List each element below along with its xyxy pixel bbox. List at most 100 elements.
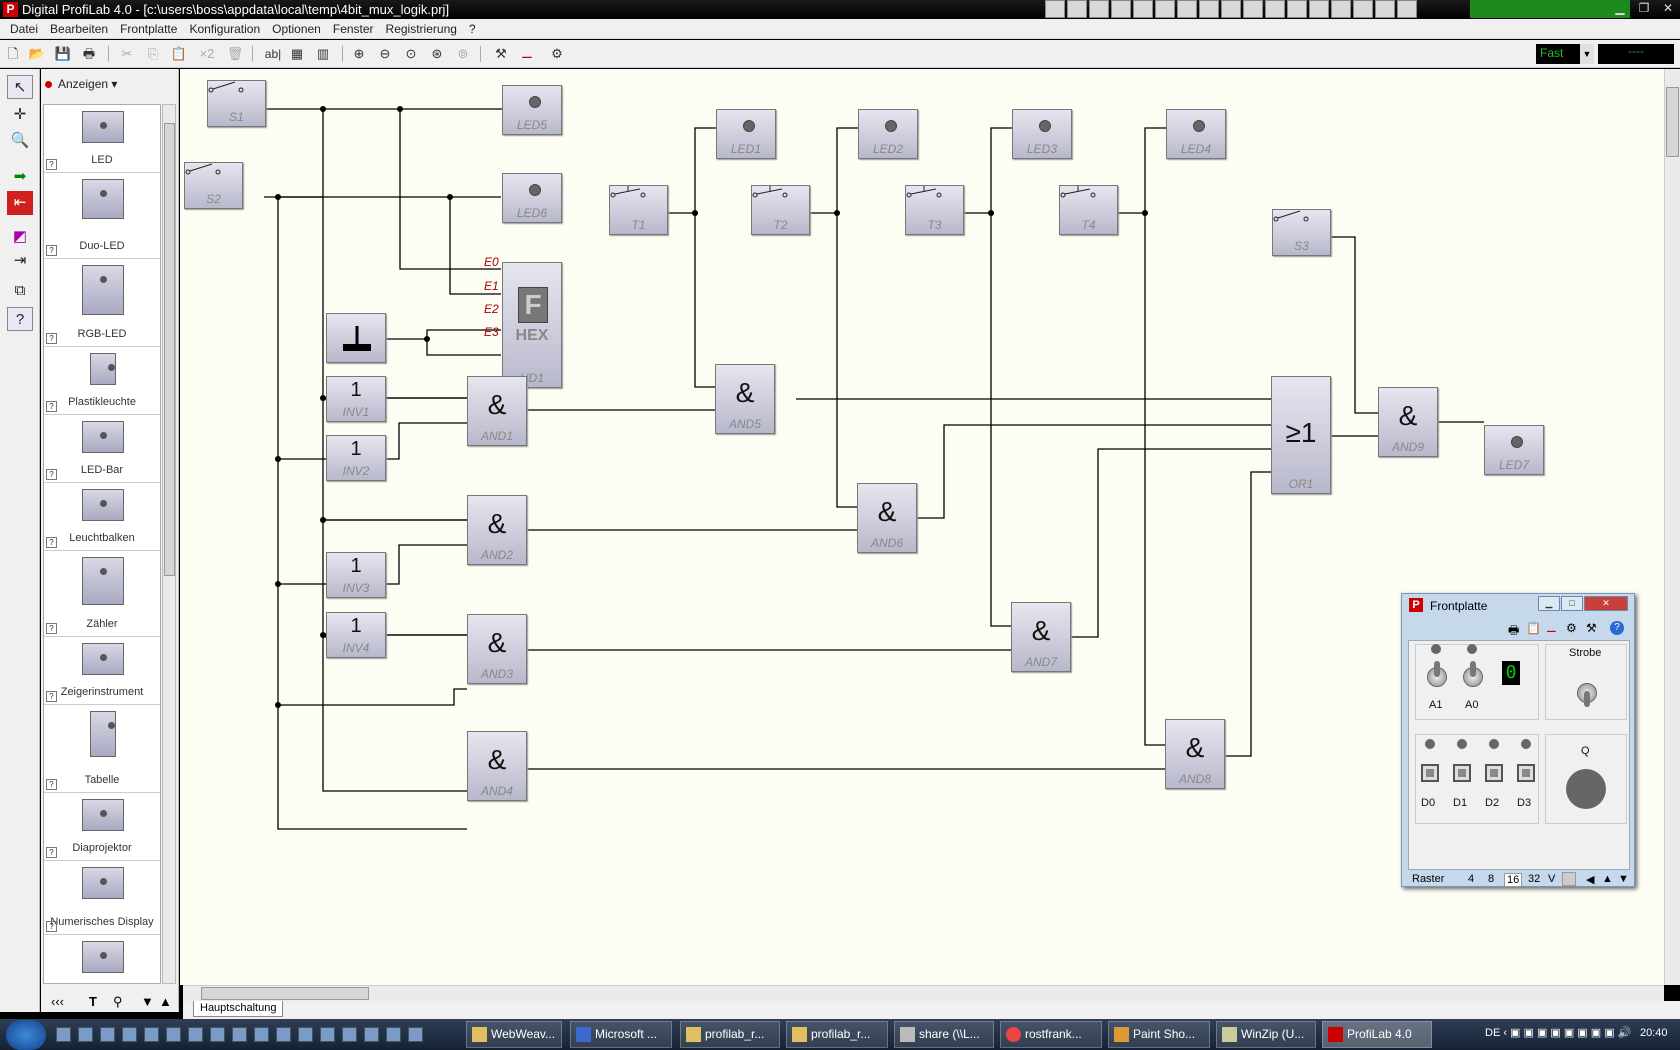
zoom-in-icon[interactable]: ⊕: [353, 46, 365, 61]
help-icon[interactable]: ?: [46, 691, 57, 702]
led-led2[interactable]: LED2: [858, 109, 918, 159]
switch-s1[interactable]: S1: [207, 80, 266, 127]
zoom-area-icon[interactable]: ⊛: [431, 46, 443, 61]
quick-launch-icon[interactable]: [1331, 0, 1351, 18]
toggle-switch-strobe[interactable]: [1577, 677, 1597, 707]
taskbar-item[interactable]: Microsoft ...: [570, 1021, 672, 1048]
maximize-button[interactable]: □: [1561, 596, 1583, 611]
taskbar-item[interactable]: WebWeav...: [466, 1021, 562, 1048]
taskbar-item[interactable]: profilab_r...: [786, 1021, 888, 1048]
palette-item-text[interactable]: [44, 935, 160, 983]
raster-option[interactable]: 4: [1468, 873, 1475, 885]
and-gate-and9[interactable]: &AND9: [1378, 387, 1438, 457]
circuit-canvas[interactable]: S1 S2 S3 T1 T2 T3 T4 LED5 LED6 LED1 LED2…: [180, 69, 1664, 985]
help-icon[interactable]: ?: [46, 469, 57, 480]
help-icon[interactable]: ?: [46, 333, 57, 344]
palette-item-zeigerinstrument[interactable]: Zeigerinstrument?: [44, 637, 160, 705]
raster-option-selected[interactable]: 16: [1504, 873, 1523, 887]
quick-launch-icon[interactable]: [1089, 0, 1109, 18]
paste-icon[interactable]: 📋: [170, 46, 188, 61]
move-up-icon[interactable]: ▲: [159, 994, 172, 1009]
palette-category-select[interactable]: Anzeigen ▾: [45, 77, 117, 91]
arrow-down-icon[interactable]: ▼: [1618, 873, 1629, 885]
and-gate-and6[interactable]: &AND6: [857, 483, 917, 553]
quick-launch-icon[interactable]: [1243, 0, 1263, 18]
minimize-button[interactable]: ▁: [1615, 1, 1625, 15]
junction-tool-icon[interactable]: ✛: [13, 106, 27, 123]
quick-launch-icon[interactable]: [122, 1027, 137, 1042]
and-gate-and3[interactable]: &AND3: [467, 614, 527, 684]
taskbar-item[interactable]: rostfrank...: [1000, 1021, 1102, 1048]
quick-launch-icon[interactable]: [166, 1027, 181, 1042]
quick-launch-icon[interactable]: [1133, 0, 1153, 18]
binoculars-icon[interactable]: ⚲: [113, 994, 123, 1009]
zoom-out-icon[interactable]: ⊖: [379, 46, 391, 61]
menu-registrierung[interactable]: Registrierung: [385, 22, 457, 36]
quick-launch-icon[interactable]: [276, 1027, 291, 1042]
quick-launch-icon[interactable]: [78, 1027, 93, 1042]
close-button[interactable]: ✕: [1662, 1, 1674, 15]
quick-launch-icon[interactable]: [188, 1027, 203, 1042]
new-icon[interactable]: 🗋: [7, 46, 19, 61]
pushbutton-t4[interactable]: T4: [1059, 185, 1118, 235]
zoom-all-icon[interactable]: ⊚: [457, 46, 469, 61]
quick-launch-icon[interactable]: [1265, 0, 1285, 18]
quick-launch-icon[interactable]: [56, 1027, 71, 1042]
led-led5[interactable]: LED5: [502, 85, 562, 135]
speed-select[interactable]: Fast▼: [1536, 44, 1594, 64]
cut-icon[interactable]: ✂: [121, 46, 133, 61]
toggle-switch-a1[interactable]: [1427, 661, 1447, 691]
and-gate-and4[interactable]: &AND4: [467, 731, 527, 801]
quick-launch-icon[interactable]: [1045, 0, 1065, 18]
palette-item-led-bar[interactable]: LED-Bar?: [44, 415, 160, 483]
and-gate-and1[interactable]: &AND1: [467, 376, 527, 446]
canvas-horizontal-scrollbar[interactable]: [183, 985, 1664, 1001]
pushbutton-t3[interactable]: T3: [905, 185, 964, 235]
push-button-d0[interactable]: [1421, 764, 1439, 782]
text-search-icon[interactable]: T: [89, 994, 97, 1009]
palette-scrollbar[interactable]: [162, 104, 176, 984]
quick-launch-icon[interactable]: [1375, 0, 1395, 18]
page-icon[interactable]: ▥: [316, 46, 330, 61]
quick-launch-icon[interactable]: [254, 1027, 269, 1042]
label-tool-icon[interactable]: ◩: [12, 228, 28, 245]
copy-icon[interactable]: ⎘: [147, 46, 159, 61]
help-icon[interactable]: ?: [46, 623, 57, 634]
quick-launch-icon[interactable]: [1199, 0, 1219, 18]
save-icon[interactable]: 💾: [54, 46, 72, 61]
menu-konfiguration[interactable]: Konfiguration: [189, 22, 261, 36]
quick-launch-icon[interactable]: [1397, 0, 1417, 18]
menu-fenster[interactable]: Fenster: [332, 22, 374, 36]
palette-item-zaehler[interactable]: Zähler?: [44, 551, 160, 637]
quick-launch-icon[interactable]: [342, 1027, 357, 1042]
constant-low-source[interactable]: [326, 313, 386, 363]
menu-frontplatte[interactable]: Frontplatte: [120, 22, 178, 36]
quick-launch-icon[interactable]: [298, 1027, 313, 1042]
close-button[interactable]: ✕: [1584, 596, 1628, 611]
pointer-tool-icon[interactable]: ↖: [7, 75, 33, 99]
restore-button[interactable]: ❐: [1638, 1, 1650, 15]
taskbar-item[interactable]: WinZip (U...: [1216, 1021, 1316, 1048]
move-down-icon[interactable]: ▼: [141, 994, 154, 1009]
run-arrow-icon[interactable]: ➡: [13, 168, 27, 185]
push-button-d1[interactable]: [1453, 764, 1471, 782]
help-icon[interactable]: ?: [46, 779, 57, 790]
wire-icon[interactable]: ⚊: [1546, 621, 1557, 635]
push-button-d3[interactable]: [1517, 764, 1535, 782]
toggle-switch-a0[interactable]: [1463, 661, 1483, 691]
quick-launch-icon[interactable]: [210, 1027, 225, 1042]
quick-launch-icon[interactable]: [1155, 0, 1175, 18]
raster-option[interactable]: 8: [1488, 873, 1495, 885]
open-icon[interactable]: 📂: [28, 46, 46, 61]
clock[interactable]: 20:40: [1640, 1027, 1668, 1039]
duplicate-icon[interactable]: ×2: [199, 46, 215, 61]
quick-launch-icon[interactable]: [232, 1027, 247, 1042]
led-led1[interactable]: LED1: [716, 109, 776, 159]
raster-option[interactable]: 32: [1528, 873, 1541, 885]
led-led6[interactable]: LED6: [502, 173, 562, 223]
arrow-up-icon[interactable]: ▲: [1602, 873, 1613, 885]
palette-item-numerisches-display[interactable]: Numerisches Display?: [44, 861, 160, 935]
pin-tool-icon[interactable]: ⇥: [13, 252, 27, 269]
